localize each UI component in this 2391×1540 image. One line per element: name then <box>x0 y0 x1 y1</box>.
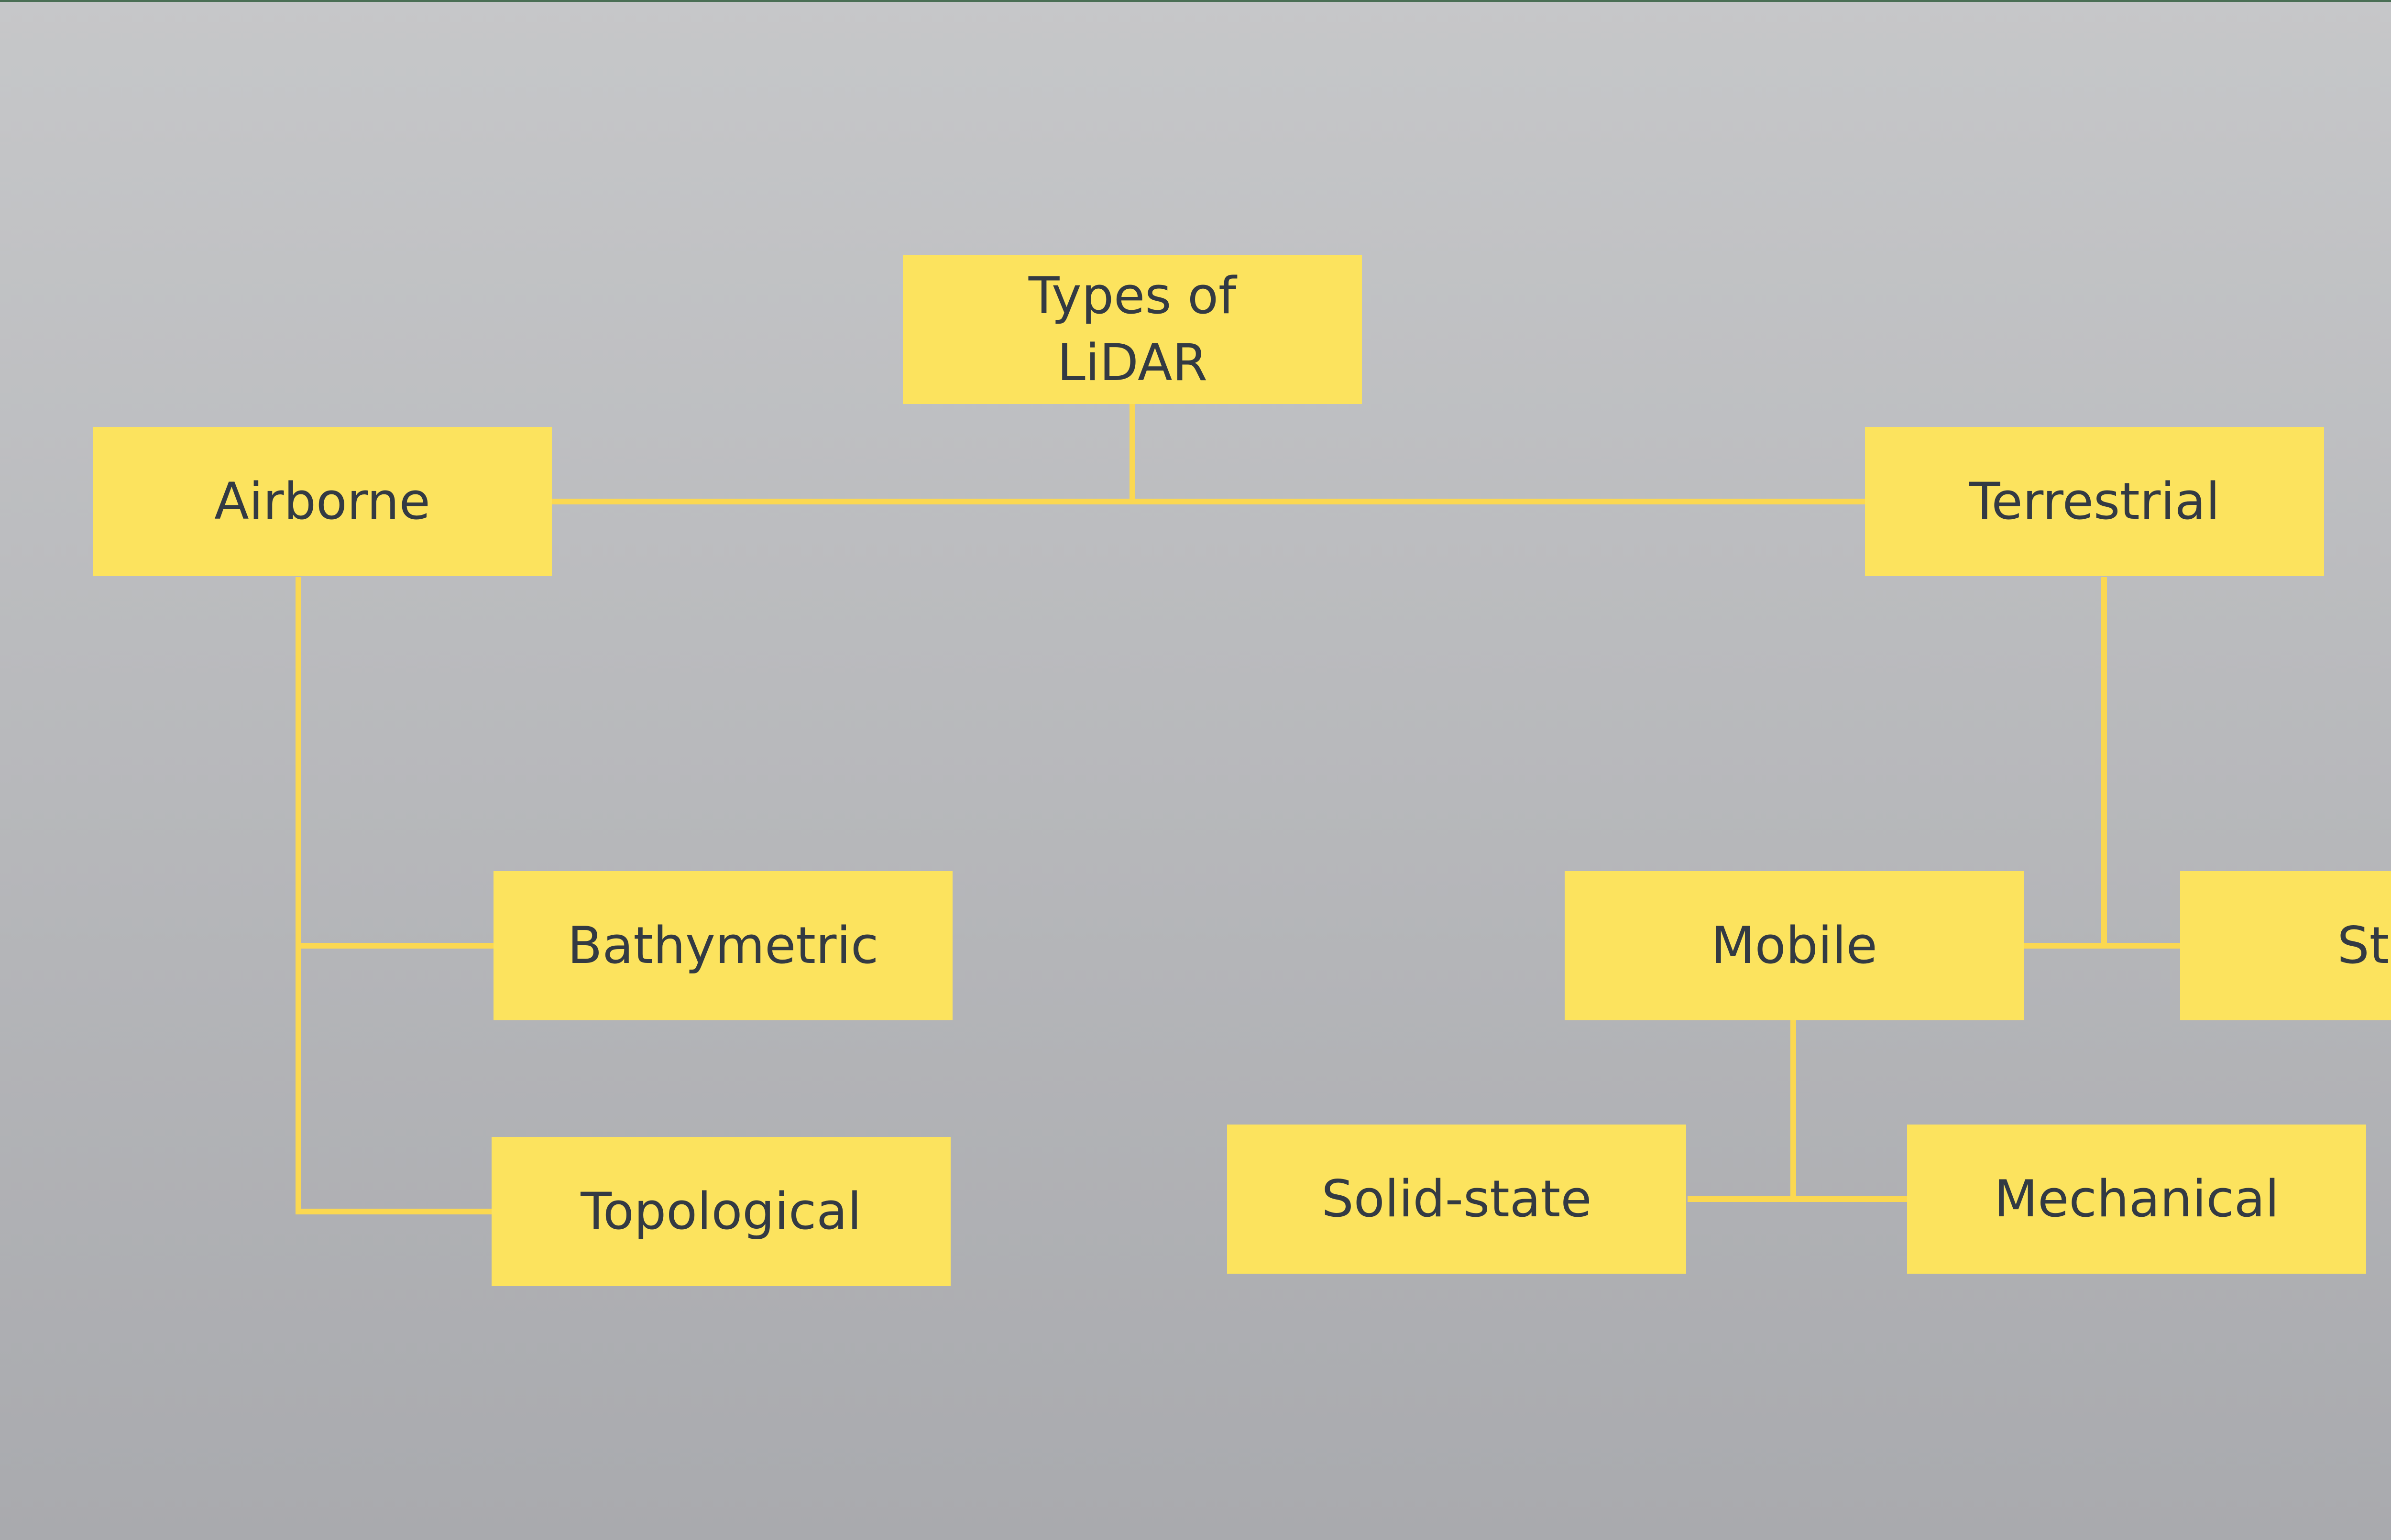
node-terrestrial: Terrestrial <box>1865 427 2324 576</box>
node-label: Topological <box>581 1182 862 1241</box>
connector-terrestrial-down-line <box>2101 577 2107 949</box>
connector-to-topological <box>298 1209 492 1214</box>
connector-to-bathymetric <box>298 943 494 949</box>
node-label: Airborne <box>214 472 430 531</box>
node-label: Mobile <box>1711 916 1877 975</box>
node-label-line1: Types of <box>1028 266 1237 326</box>
connector-solidstate-to-mechanical <box>1688 1196 1907 1202</box>
top-edge-strip <box>0 0 2391 2</box>
node-label-line2: LiDAR <box>1057 333 1208 392</box>
connector-mobile-down-line <box>1790 1020 1796 1202</box>
node-label: Mechanical <box>1994 1169 2280 1229</box>
node-mechanical: Mechanical <box>1907 1125 2366 1274</box>
node-label: Terrestrial <box>1969 472 2220 531</box>
node-label: Types of LiDAR <box>1029 262 1237 396</box>
node-label: Solid-state <box>1321 1169 1592 1229</box>
node-types-of-lidar: Types of LiDAR <box>903 255 1362 404</box>
node-solid-state: Solid-state <box>1227 1125 1686 1274</box>
node-topological: Topological <box>492 1137 951 1286</box>
node-mobile: Mobile <box>1565 871 2024 1020</box>
connector-airborne-to-terrestrial <box>552 499 1865 504</box>
node-label: Bathymetric <box>567 916 879 975</box>
node-bathymetric: Bathymetric <box>494 871 953 1020</box>
node-static: Static <box>2180 871 2391 1020</box>
connector-root-to-main-line <box>1130 404 1135 504</box>
node-label: Static <box>2337 916 2391 975</box>
connector-mobile-to-static <box>2023 943 2180 949</box>
connector-airborne-down-line <box>296 577 301 1214</box>
node-airborne: Airborne <box>93 427 552 576</box>
